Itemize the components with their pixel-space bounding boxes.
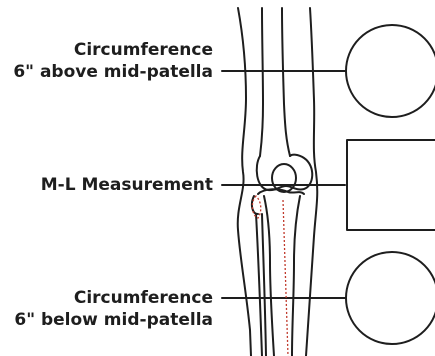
fibula-shaft-right [262,214,266,356]
tibial-axis-marker [283,200,288,356]
label-circumference-above: Circumference 6" above mid-patella [13,39,213,83]
label-ml-text: M-L Measurement [41,174,213,196]
patella [272,164,296,192]
circumference-below-circle [346,252,435,344]
label-circumference-below: Circumference 6" below mid-patella [14,287,213,331]
label-below-line2: 6" below mid-patella [14,309,213,331]
label-below-line1: Circumference [14,287,213,309]
ml-measurement-box [347,140,435,230]
tibia-right-edge [292,196,300,356]
leg-outline-left [238,8,251,356]
label-above-line2: 6" above mid-patella [13,61,213,83]
label-ml-measurement: M-L Measurement [41,174,213,196]
femur-right-edge [282,8,290,156]
circumference-above-circle [346,25,435,117]
fibula-shaft-left [256,214,262,356]
label-above-line1: Circumference [13,39,213,61]
femur-left-edge [260,8,263,156]
